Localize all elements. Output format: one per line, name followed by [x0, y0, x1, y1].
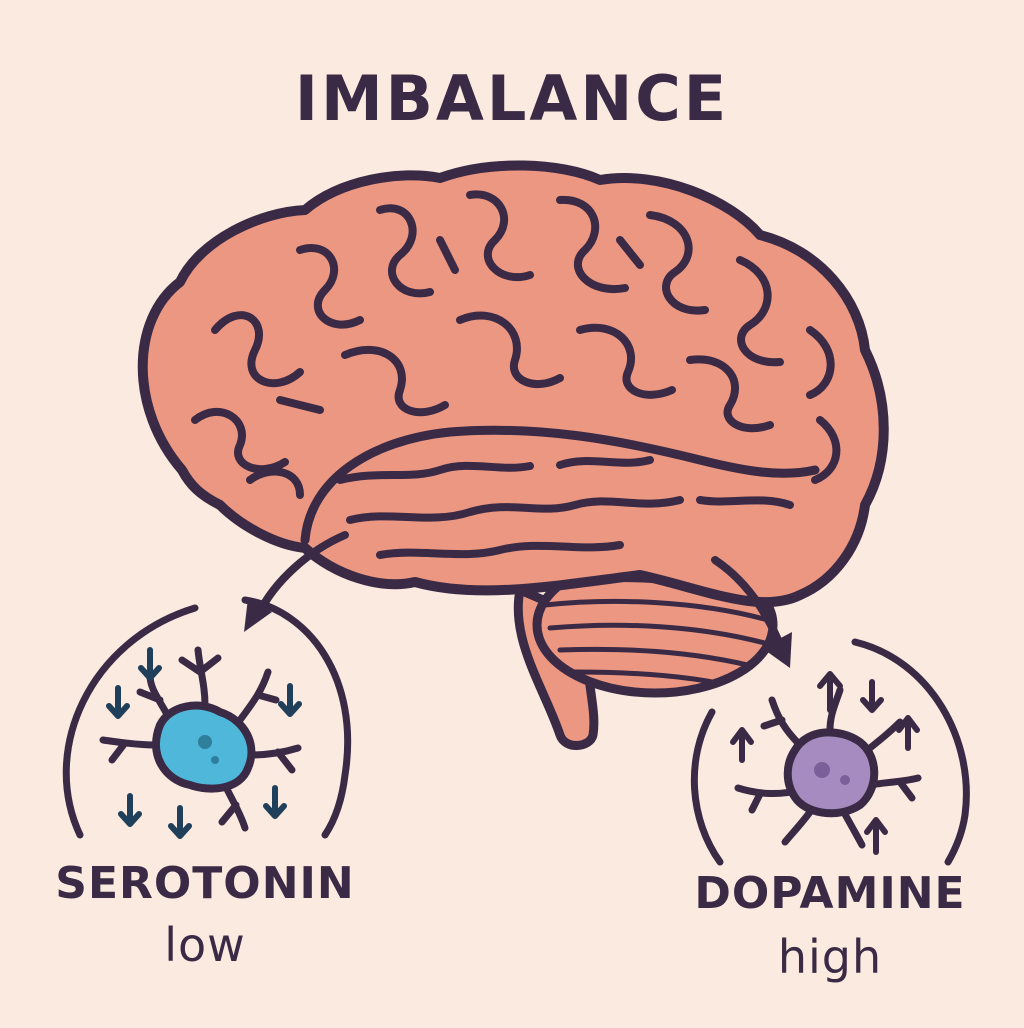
dopamine-up-arrows: [730, 671, 920, 855]
down-arrow-icon: [263, 785, 287, 819]
serotonin-organelle: [211, 756, 219, 764]
dopamine-nucleus: [814, 762, 830, 778]
up-arrow-icon: [817, 671, 843, 713]
serotonin-nucleus: [198, 735, 212, 749]
down-arrow-icon: [118, 793, 142, 827]
up-arrow-icon: [730, 727, 754, 763]
down-arrow-icon: [860, 679, 884, 713]
lateral-fissure: [300, 425, 820, 545]
dopamine-cell-body: [783, 728, 879, 818]
dopamine-pointer-arrowhead: [762, 632, 792, 668]
down-arrow-icon: [106, 685, 130, 719]
down-arrow-icon: [278, 683, 302, 717]
serotonin-neuron: [99, 646, 302, 832]
serotonin-label: SEROTONIN: [55, 858, 355, 909]
up-arrow-icon: [864, 817, 888, 855]
cerebrum: [137, 160, 889, 608]
dopamine-level: high: [777, 930, 883, 984]
dopamine-enclosure: [690, 638, 970, 866]
dopamine-organelle: [840, 775, 850, 785]
dopamine-neuron: [734, 686, 922, 849]
dopamine-label: DOPAMINE: [694, 868, 966, 919]
serotonin-pointer-arrowhead: [244, 598, 272, 632]
serotonin-enclosure: [62, 596, 352, 839]
dopamine-pointer-arrow: [711, 556, 782, 644]
up-arrow-icon: [896, 715, 920, 751]
down-arrow-icon: [168, 805, 192, 839]
diagram-title: IMBALANCE: [294, 62, 730, 135]
down-arrow-icon: [138, 647, 162, 681]
brain-folds: [191, 190, 841, 559]
serotonin-level: low: [164, 918, 246, 972]
serotonin-down-arrows: [106, 647, 302, 839]
